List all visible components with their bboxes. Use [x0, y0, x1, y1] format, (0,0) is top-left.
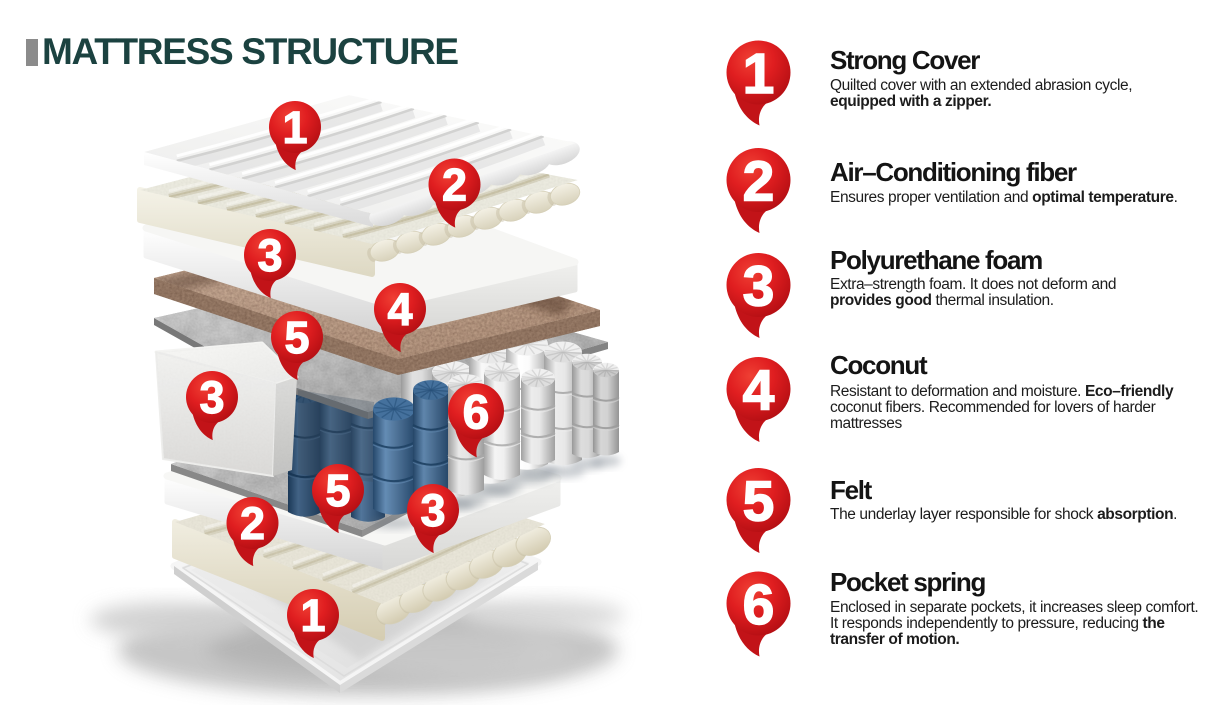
svg-text:1: 1: [743, 42, 775, 106]
svg-text:3: 3: [257, 230, 282, 281]
svg-text:5: 5: [284, 312, 309, 363]
svg-text:2: 2: [743, 150, 775, 214]
svg-text:5: 5: [743, 470, 775, 534]
svg-text:4: 4: [387, 284, 412, 335]
svg-text:5: 5: [325, 465, 350, 516]
svg-text:3: 3: [743, 255, 775, 319]
svg-text:3: 3: [420, 485, 445, 536]
svg-text:2: 2: [442, 160, 467, 211]
svg-text:6: 6: [463, 386, 490, 439]
svg-text:3: 3: [199, 372, 224, 423]
svg-text:1: 1: [300, 590, 325, 641]
svg-text:1: 1: [282, 102, 307, 153]
svg-text:6: 6: [743, 573, 775, 637]
svg-text:4: 4: [743, 359, 775, 423]
svg-text:2: 2: [240, 498, 265, 549]
